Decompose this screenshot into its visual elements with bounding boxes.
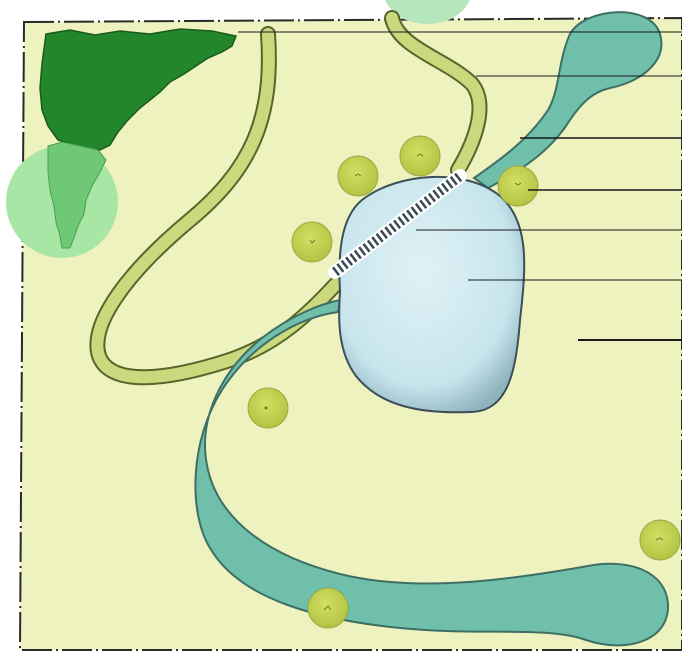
tree — [400, 136, 440, 176]
tree — [338, 156, 378, 196]
tree — [498, 166, 538, 206]
tree — [640, 520, 680, 560]
tree — [308, 588, 348, 628]
tree — [248, 388, 288, 428]
tree — [292, 222, 332, 262]
pond — [339, 177, 524, 412]
